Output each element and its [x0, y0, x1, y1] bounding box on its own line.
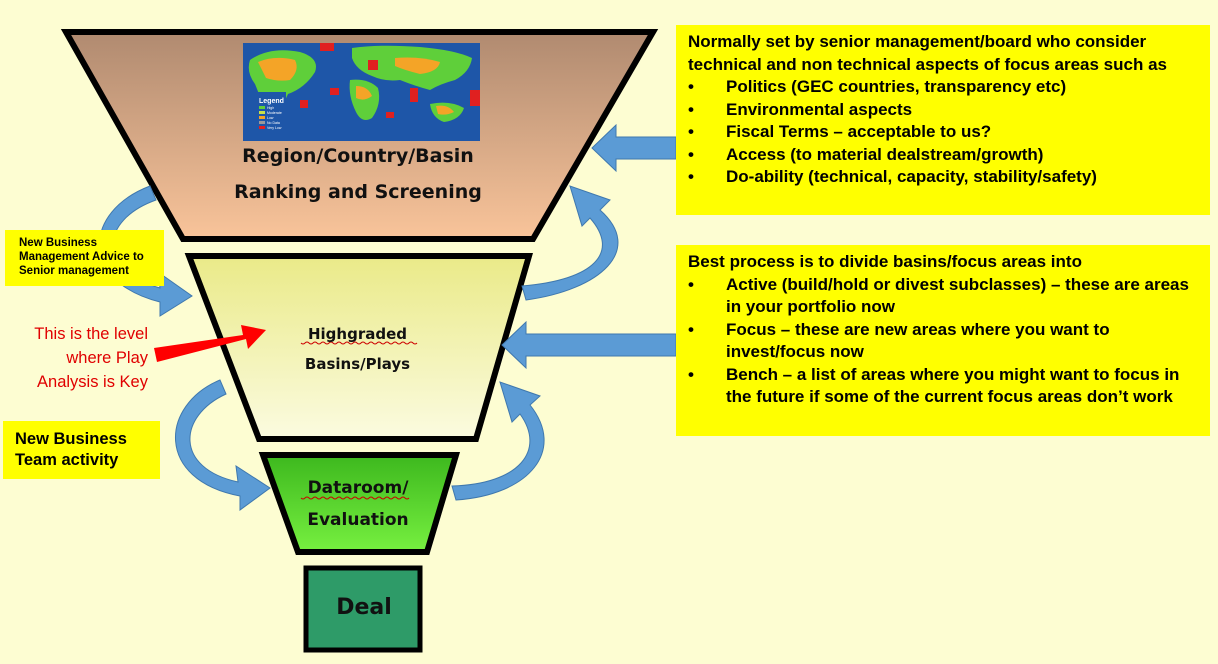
bottom-stage-label-line1: Dataroom/	[307, 478, 409, 498]
play-analysis-note-line1: This is the level	[34, 325, 148, 343]
top-stage-label: Region/Country/Basin Ranking and Screeni…	[183, 145, 533, 203]
team-activity-box: New Business Team activity	[3, 421, 160, 479]
map-legend-title: Legend	[259, 98, 284, 105]
management-criteria-item: Do-ability (technical, capacity, stabili…	[688, 166, 1200, 189]
red-pointer-arrow	[154, 325, 266, 362]
play-analysis-note-line2: where Play	[66, 349, 148, 367]
funnel-middle-stage	[184, 253, 533, 442]
middle-stage-label-line1: Highgraded	[307, 325, 408, 343]
bottom-stage-label-line2: Evaluation	[307, 510, 409, 530]
advice-box: New Business Management Advice to Senior…	[5, 230, 164, 286]
management-criteria-item: Environmental aspects	[688, 99, 1200, 122]
management-criteria-intro: Normally set by senior management/board …	[688, 32, 1167, 74]
curved-arrow-down-left-2	[175, 379, 271, 511]
management-criteria-item: Access (to material dealstream/growth)	[688, 144, 1200, 167]
deal-box	[303, 565, 423, 653]
map-legend-item: Moderate	[267, 111, 282, 115]
funnel-bottom-stage	[258, 452, 461, 555]
spellcheck-underline	[300, 496, 410, 500]
map-legend-item: High	[267, 106, 274, 110]
spellcheck-underline	[300, 341, 418, 345]
middle-stage-label: Highgraded Basins/Plays	[256, 325, 459, 373]
top-stage-label-line2: Ranking and Screening	[234, 181, 482, 203]
basin-classification-item: Bench – a list of areas where you might …	[688, 364, 1200, 409]
curved-arrow-up-right-1	[521, 185, 619, 301]
curved-arrow-up-right-2	[451, 381, 545, 501]
play-analysis-note: This is the level where Play Analysis is…	[5, 322, 148, 394]
map-legend-item: Very Low	[267, 126, 282, 130]
management-criteria-item: Fiscal Terms – acceptable to us?	[688, 121, 1200, 144]
map-legend-item: No Data	[267, 121, 280, 125]
top-stage-label-line1: Region/Country/Basin	[242, 145, 474, 167]
management-criteria-item: Politics (GEC countries, transparency et…	[688, 76, 1200, 99]
arrow-to-top-stage	[591, 123, 677, 173]
basin-classification-item: Active (build/hold or divest subclasses)…	[688, 274, 1200, 319]
bottom-stage-label: Dataroom/ Evaluation	[270, 478, 446, 530]
middle-stage-label-line2: Basins/Plays	[304, 355, 411, 373]
deal-label: Deal	[336, 595, 392, 620]
basin-classification-intro: Best process is to divide basins/focus a…	[688, 252, 1082, 271]
world-map-image: Legend High Moderate Low No Data Very Lo…	[243, 43, 480, 141]
arrow-to-middle-stage	[501, 320, 677, 370]
basin-classification-box: Best process is to divide basins/focus a…	[676, 245, 1210, 436]
management-criteria-box: Normally set by senior management/board …	[676, 25, 1210, 215]
map-legend-item: Low	[267, 116, 274, 120]
play-analysis-note-line3: Analysis is Key	[37, 373, 148, 391]
basin-classification-item: Focus – these are new areas where you wa…	[688, 319, 1200, 364]
